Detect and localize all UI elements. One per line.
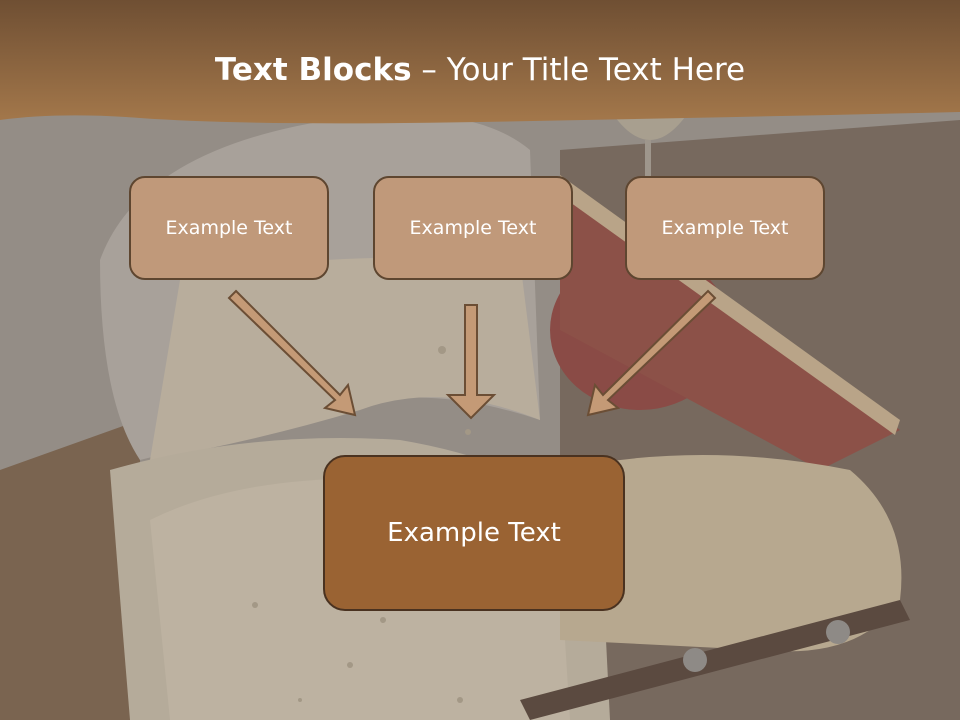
arrow-right [586,289,717,417]
header-band [0,0,960,124]
text-block-2[interactable]: Example Text [373,176,573,280]
title-separator: – [421,52,437,88]
text-block-3-label: Example Text [661,217,789,239]
arrow-center [445,304,497,420]
title-bold: Text Blocks [214,52,412,88]
arrow-left [227,289,357,417]
text-block-1[interactable]: Example Text [129,176,329,280]
title-subtitle: Your Title Text Here [446,52,746,88]
page-title: Text Blocks – Your Title Text Here [0,52,960,88]
center-text-block[interactable]: Example Text [323,455,625,611]
text-block-3[interactable]: Example Text [625,176,825,280]
text-block-2-label: Example Text [409,217,537,239]
center-text-block-label: Example Text [387,518,561,548]
text-block-1-label: Example Text [165,217,293,239]
